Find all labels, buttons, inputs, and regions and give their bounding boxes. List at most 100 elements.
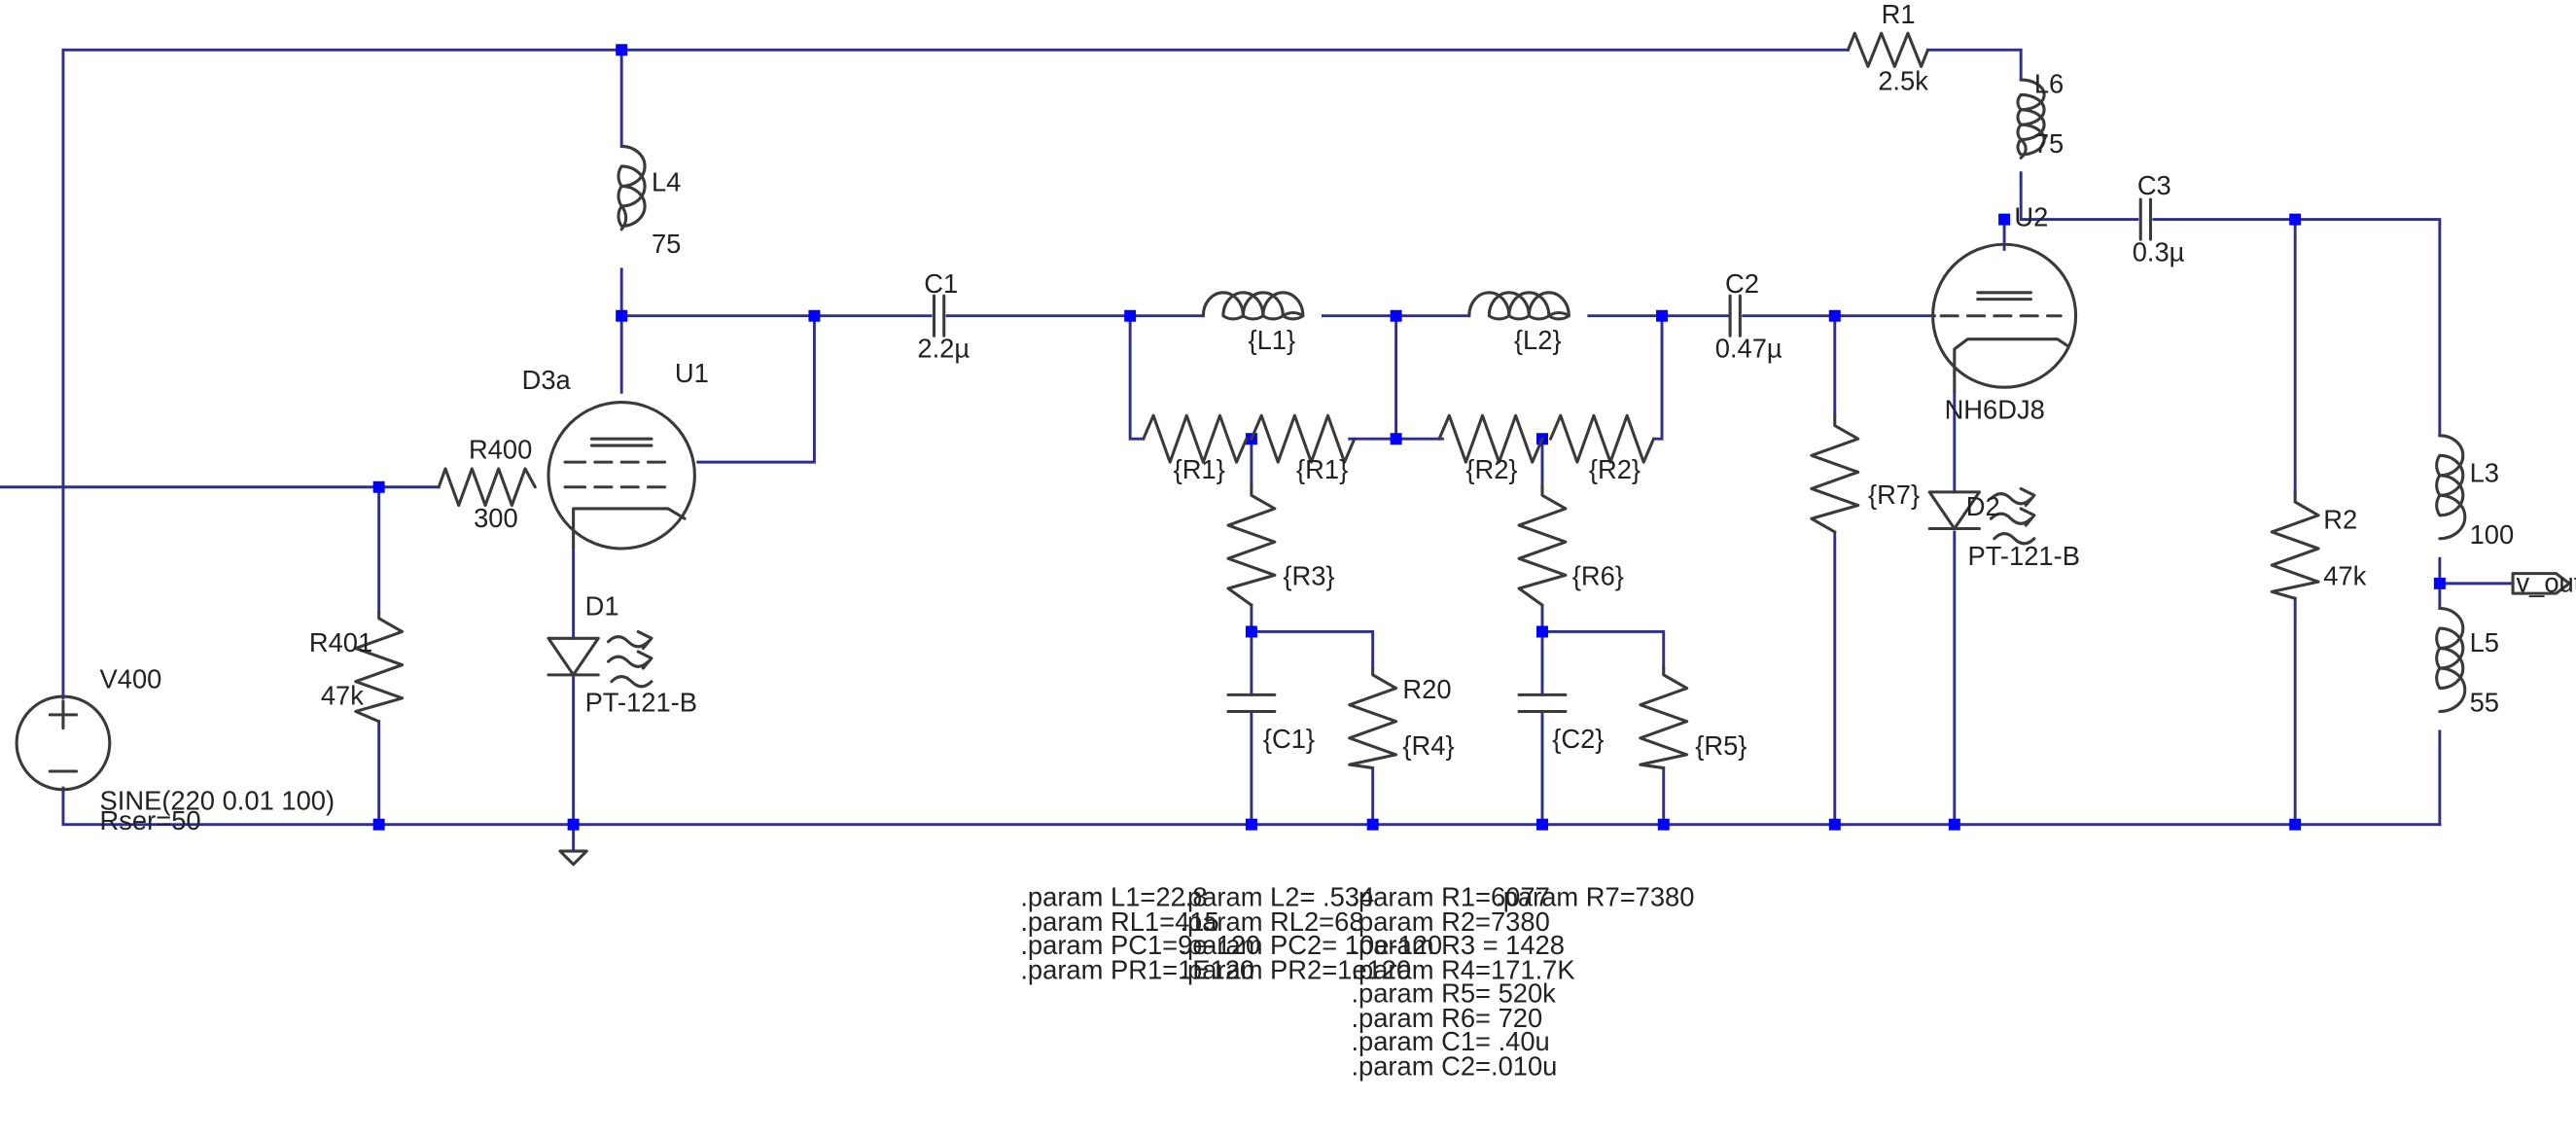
r1a-value-label: {R1}: [1174, 454, 1225, 484]
inductor-l2[interactable]: {L2}: [1467, 291, 1570, 355]
vout-label: v_out: [2516, 567, 2576, 597]
resistor-r2b[interactable]: {R2}: [1548, 413, 1656, 484]
r1-name-label: R1: [1882, 0, 1916, 29]
l3-value-label: 100: [2470, 519, 2515, 550]
l2-value-label: {L2}: [1514, 325, 1562, 355]
param-line: .param PC2= 10e-120: [1180, 930, 1442, 960]
capacitor-c3[interactable]: C3 0.3µ: [2133, 170, 2185, 266]
v400-sine-label: SINE(220 0.01 100): [100, 785, 335, 815]
r3-value-label: {R3}: [1283, 561, 1334, 591]
u2-name-label: U2: [2014, 201, 2048, 231]
r401-value-label: 47k: [321, 681, 364, 711]
c2p-value-label: {C2}: [1552, 724, 1604, 754]
l6-name-label: L6: [2034, 69, 2064, 99]
param-line: .param R4=171.7K: [1351, 955, 1574, 985]
r20-name-label: R20: [1402, 674, 1451, 704]
r1b-value-label: {R1}: [1296, 454, 1348, 484]
c2-value-label: 0.47µ: [1715, 333, 1782, 363]
ground-symbol: [558, 849, 588, 867]
c1-value-label: 2.2µ: [917, 333, 970, 363]
param-column-3: .param R1=6077 .param R2=7380 .param R3 …: [1351, 881, 1574, 1081]
d2-name-label: D2: [1966, 491, 2000, 521]
c3-name-label: C3: [2137, 170, 2171, 200]
diode-d2[interactable]: D2 PT-121-B: [1927, 486, 2080, 571]
resistor-r7[interactable]: {R7}: [1810, 413, 1920, 534]
r2-name-label: R2: [2323, 504, 2357, 534]
d3a-name-label: D3a: [522, 365, 572, 395]
l5-value-label: 55: [2470, 687, 2499, 717]
r4-value-label: {R4}: [1402, 730, 1454, 761]
output-port-v-out[interactable]: v_out: [2511, 567, 2576, 597]
param-line: .param R2=7380: [1351, 906, 1549, 937]
l4-value-label: 75: [652, 229, 681, 259]
l3-name-label: L3: [2470, 458, 2499, 488]
l6-value-label: 75: [2034, 128, 2064, 159]
param-line: .param C1= .40u: [1351, 1026, 1549, 1056]
inductor-l1[interactable]: {L1}: [1201, 291, 1305, 355]
resistor-r1a[interactable]: {R1}: [1142, 413, 1249, 484]
c1p-value-label: {C1}: [1263, 724, 1315, 754]
resistor-r2[interactable]: R2 47k: [2270, 490, 2367, 600]
inductor-l3[interactable]: L3 100: [2435, 434, 2515, 550]
c3-value-label: 0.3µ: [2133, 236, 2185, 266]
r2a-value-label: {R2}: [1465, 454, 1517, 484]
d2-model-label: PT-121-B: [1967, 541, 2079, 571]
r6-value-label: {R6}: [1572, 561, 1624, 591]
param-line: .param PC1=9e-120: [1020, 930, 1260, 960]
param-column-1: .param L1=22.8 .param RL1=415 .param PC1…: [1020, 881, 1260, 984]
param-line: .param C2=.010u: [1351, 1051, 1557, 1082]
resistor-r1[interactable]: R1 2.5k: [1846, 0, 1930, 95]
d1-name-label: D1: [585, 590, 619, 621]
diode-d1[interactable]: D1 PT-121-B: [547, 590, 697, 717]
l4-name-label: L4: [652, 167, 681, 197]
resistor-r401[interactable]: R401 47k: [309, 610, 405, 724]
triode-u1[interactable]: D3a U1: [522, 358, 709, 551]
param-line: .param R3 = 1428: [1351, 930, 1565, 960]
voltage-source-v400[interactable]: V400 SINE(220 0.01 100) Rser=50: [15, 664, 335, 835]
param-line: .param R5= 520k: [1351, 978, 1556, 1009]
resistor-r3[interactable]: {R3}: [1226, 483, 1335, 607]
inductor-l4[interactable]: L4 75: [617, 144, 681, 259]
c2-name-label: C2: [1725, 268, 1759, 299]
u2-model-label: NH6DJ8: [1945, 395, 2045, 425]
inductor-l6[interactable]: L6 75: [2016, 69, 2064, 160]
param-line: .param L2= .534: [1180, 881, 1374, 911]
r401-name-label: R401: [309, 627, 372, 657]
inductor-l5[interactable]: L5 55: [2435, 606, 2499, 718]
resistor-r2a[interactable]: {R2}: [1437, 413, 1544, 484]
u1-name-label: U1: [675, 358, 709, 388]
r400-name-label: R400: [469, 435, 532, 465]
wires: [0, 48, 2515, 853]
resistor-r1b[interactable]: {R1}: [1250, 413, 1357, 484]
r2b-value-label: {R2}: [1589, 454, 1641, 484]
param-line: .param L1=22.8: [1020, 881, 1207, 911]
capacitor-c1-param[interactable]: {C1}: [1226, 693, 1315, 754]
param-line: .param R7=7380: [1496, 881, 1694, 911]
l5-name-label: L5: [2470, 627, 2499, 657]
resistor-r5[interactable]: {R5}: [1639, 666, 1747, 770]
resistor-r20[interactable]: R20 {R4}: [1348, 666, 1455, 770]
param-line: .param PR1=1E120: [1020, 955, 1254, 985]
c1-name-label: C1: [924, 268, 958, 299]
v400-name-label: V400: [100, 664, 162, 694]
param-line: .param RL1=415: [1020, 906, 1218, 937]
l1-value-label: {L1}: [1248, 325, 1295, 355]
param-line: .param RL2=68: [1180, 906, 1363, 937]
v400-rser-label: Rser=50: [100, 805, 201, 835]
resistor-r6[interactable]: {R6}: [1517, 483, 1624, 607]
capacitor-c2[interactable]: C2 0.47µ: [1715, 268, 1782, 364]
r400-value-label: 300: [474, 503, 518, 533]
r7-value-label: {R7}: [1868, 480, 1920, 510]
r2-value-label: 47k: [2323, 561, 2366, 591]
r1-value-label: 2.5k: [1878, 65, 1928, 95]
capacitor-c1[interactable]: C1 2.2µ: [917, 268, 970, 364]
capacitor-c2-param[interactable]: {C2}: [1517, 693, 1604, 754]
r5-value-label: {R5}: [1695, 730, 1747, 761]
triode-u2[interactable]: U2 NH6DJ8: [1931, 201, 2078, 425]
param-line: .param R6= 720: [1351, 1003, 1542, 1033]
d1-model-label: PT-121-B: [585, 687, 697, 717]
param-line: .param PR2=1e120: [1180, 955, 1411, 985]
resistor-r400[interactable]: R400 300: [437, 435, 537, 533]
param-column-2: .param L2= .534 .param RL2=68 .param PC2…: [1180, 881, 1442, 984]
